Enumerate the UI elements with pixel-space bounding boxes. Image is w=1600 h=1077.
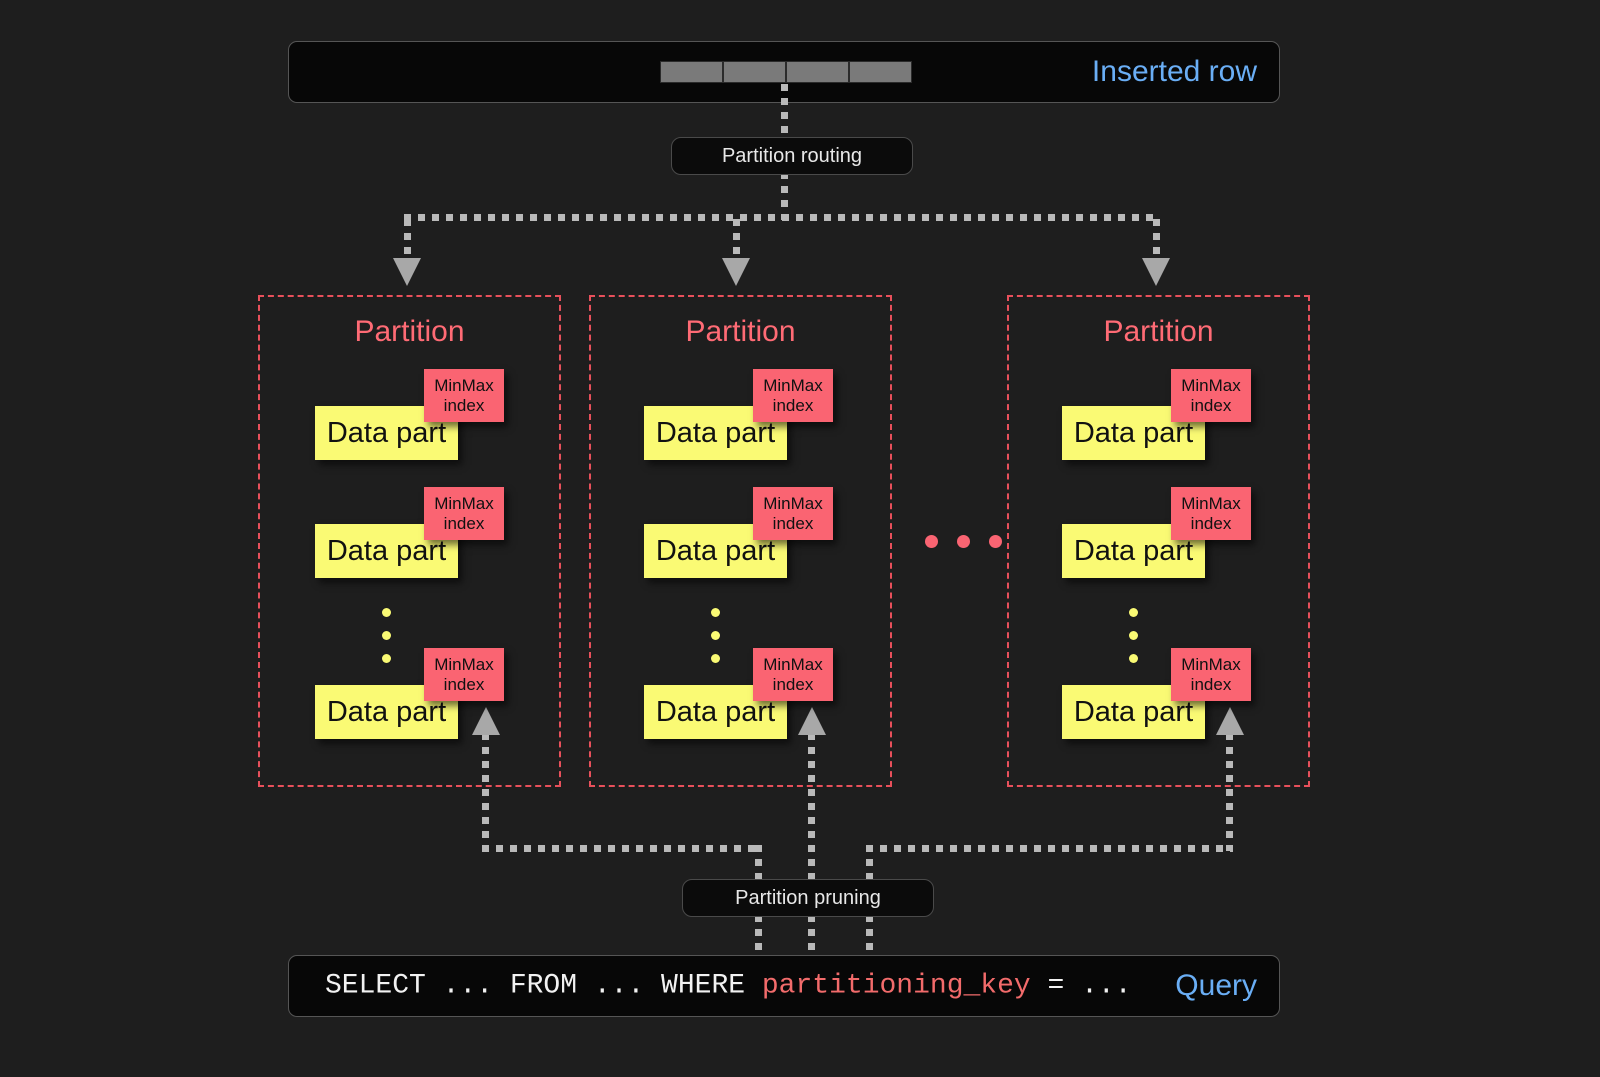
arrow-down-partition-1 [393,258,421,286]
minmax-line-1: MinMax [1181,375,1241,395]
vertical-ellipsis-2 [711,608,720,677]
query-label: Query [1175,969,1257,1002]
connector-fanout-bus [404,214,1160,221]
connector-row-to-routing [781,84,788,146]
minmax-line-2: index [772,513,814,533]
partition-box-3: Partition [1007,295,1310,787]
minmax-line-1: MinMax [434,654,494,674]
ellipsis-dot [711,654,720,663]
minmax-index-2-3: MinMax index [753,648,833,701]
minmax-line-2: index [443,513,485,533]
inserted-row-label: Inserted row [1091,55,1257,88]
connector-routing-down [781,172,788,220]
connector-drop-partition-1 [404,219,411,262]
connector-partition-2-up [808,733,815,955]
arrow-up-partition-2 [798,707,826,735]
connector-partition-1-to-pruning [482,845,762,852]
minmax-line-1: MinMax [763,375,823,395]
partition-title: Partition [1103,315,1214,348]
query-bar: SELECT ... FROM ... WHERE partitioning_k… [288,955,1280,1017]
row-cell [723,61,786,83]
minmax-index-1-2: MinMax index [424,487,504,540]
minmax-index-3-3: MinMax index [1171,648,1251,701]
ellipsis-dot [711,608,720,617]
minmax-line-2: index [772,395,814,415]
row-cell [849,61,912,83]
query-sql-text: SELECT ... FROM ... WHERE partitioning_k… [325,971,1132,1002]
row-cell [660,61,723,83]
partitions-ellipsis [925,535,1021,548]
minmax-line-1: MinMax [1181,654,1241,674]
partition-box-1: Partition [258,295,561,787]
inserted-row-cells [660,61,912,83]
partition-routing-label: Partition routing [671,137,913,175]
ellipsis-dot [1129,631,1138,640]
arrow-up-partition-1 [472,707,500,735]
sql-suffix: = ... [1030,970,1132,1002]
minmax-line-1: MinMax [763,493,823,513]
connector-drop-partition-3 [1153,219,1160,262]
partition-box-2: Partition [589,295,892,787]
minmax-line-2: index [1190,513,1232,533]
vertical-ellipsis-1 [382,608,391,677]
arrow-down-partition-3 [1142,258,1170,286]
minmax-line-1: MinMax [434,375,494,395]
arrow-up-partition-3 [1216,707,1244,735]
arrow-down-partition-2 [722,258,750,286]
data-part-2-1: Data part [644,406,787,460]
partition-title: Partition [354,315,465,348]
vertical-ellipsis-3 [1129,608,1138,677]
connector-partition-1-up [482,733,489,851]
minmax-index-3-2: MinMax index [1171,487,1251,540]
minmax-index-3-1: MinMax index [1171,369,1251,422]
sql-partitioning-key: partitioning_key [761,970,1031,1002]
ellipsis-dot [1129,608,1138,617]
ellipsis-dot [382,608,391,617]
minmax-index-1-3: MinMax index [424,648,504,701]
data-part-3-1: Data part [1062,406,1205,460]
minmax-index-2-2: MinMax index [753,487,833,540]
minmax-line-2: index [1190,395,1232,415]
ellipsis-dot [925,535,938,548]
minmax-line-1: MinMax [763,654,823,674]
sql-prefix: SELECT ... FROM ... WHERE [325,970,762,1002]
ellipsis-dot [989,535,1002,548]
minmax-index-2-1: MinMax index [753,369,833,422]
ellipsis-dot [382,631,391,640]
ellipsis-dot [382,654,391,663]
row-cell [786,61,849,83]
ellipsis-dot [711,631,720,640]
ellipsis-dot [957,535,970,548]
minmax-line-2: index [443,674,485,694]
partition-pruning-label: Partition pruning [682,879,934,917]
connector-partition-3-up [1226,733,1233,851]
connector-drop-partition-2 [733,219,740,262]
minmax-line-2: index [772,674,814,694]
minmax-index-1-1: MinMax index [424,369,504,422]
connector-partition-3-to-pruning [866,845,1233,852]
partition-title: Partition [685,315,796,348]
minmax-line-1: MinMax [434,493,494,513]
minmax-line-2: index [1190,674,1232,694]
minmax-line-1: MinMax [1181,493,1241,513]
ellipsis-dot [1129,654,1138,663]
minmax-line-2: index [443,395,485,415]
